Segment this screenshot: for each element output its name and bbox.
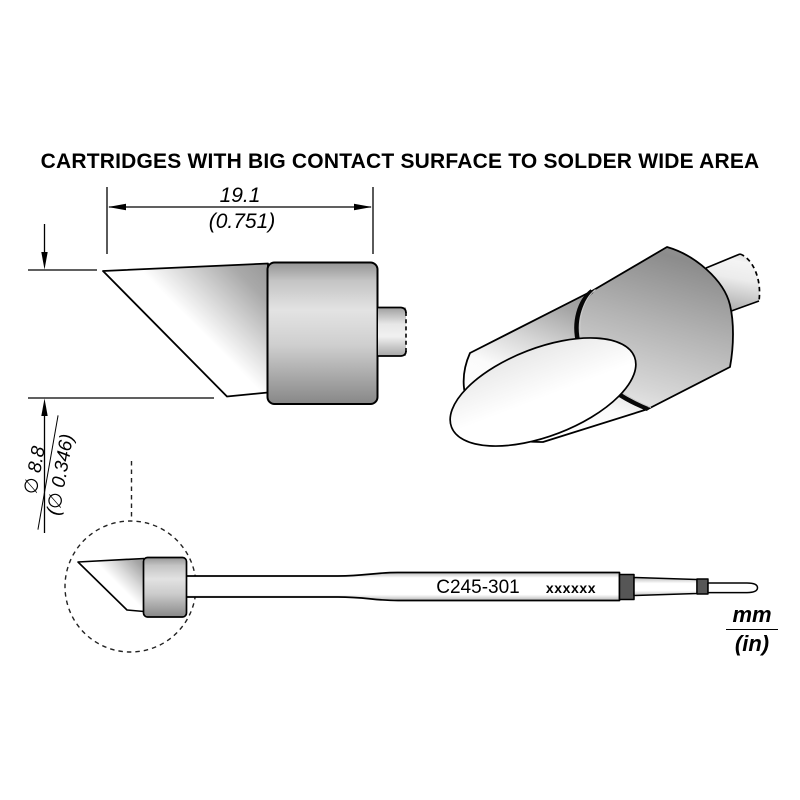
connector-band-2 [696, 578, 709, 595]
arrow-down-icon [41, 252, 48, 270]
page-title: CARTRIDGES WITH BIG CONTACT SURFACE TO S… [40, 150, 760, 173]
side-view [102, 261, 407, 405]
cartridge-handle [185, 571, 621, 602]
iso-stub-cut-edge [739, 253, 761, 302]
diameter-dimension [28, 224, 214, 533]
side-collar [266, 261, 379, 405]
full-cartridge-view [64, 461, 759, 653]
arrow-right-icon [354, 203, 372, 211]
connector-band-1 [618, 573, 635, 601]
cartridge-marking-label: xxxxxx [545, 580, 597, 596]
rear-shaft [633, 576, 698, 597]
arrow-left-icon [108, 203, 126, 211]
units-legend: mm (in) [726, 602, 778, 657]
contact-pin [707, 582, 759, 594]
cartridge-model-label: C245-301 [436, 577, 520, 598]
units-metric: mm [726, 602, 778, 630]
mini-collar [142, 556, 188, 618]
mini-cone [77, 557, 145, 613]
iso-contact-face [449, 337, 637, 447]
isometric-view [449, 246, 761, 447]
arrow-up-icon [41, 398, 48, 416]
length-dimension [106, 187, 374, 254]
side-stub [378, 307, 406, 356]
length-value-mm: 19.1 [219, 184, 261, 207]
length-value-in: (0.751) [208, 210, 276, 233]
units-imperial: (in) [734, 631, 770, 656]
side-cone [102, 262, 269, 398]
